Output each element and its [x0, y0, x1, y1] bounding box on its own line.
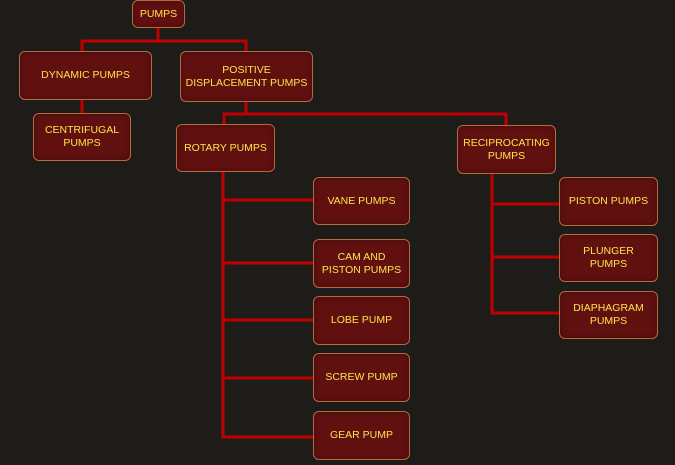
node-gear-pump-label: GEAR PUMP	[329, 429, 393, 441]
node-piston-pumps: PISTON PUMPS	[559, 177, 658, 226]
node-piston-pumps-label: PISTON PUMPS	[568, 195, 649, 207]
node-pumps-label: PUMPS	[139, 7, 178, 20]
node-screw-pump-label: SCREW PUMP	[325, 371, 398, 383]
node-dynamic-pumps: DYNAMIC PUMPS	[19, 51, 152, 100]
node-reciprocating-pumps: RECIPROCATING PUMPS	[457, 125, 556, 174]
node-rotary-pumps-label: ROTARY PUMPS	[184, 141, 267, 154]
node-plunger-pumps-label: PLUNGER PUMPS	[583, 245, 634, 270]
node-pumps: PUMPS	[132, 0, 185, 28]
node-screw-pump: SCREW PUMP	[313, 353, 410, 402]
node-dynamic-pumps-label: DYNAMIC PUMPS	[41, 69, 130, 81]
node-cam-and-piston-pumps: CAM AND PISTON PUMPS	[313, 239, 410, 288]
node-centrifugal-pumps: CENTRIFUGAL PUMPS	[33, 113, 131, 161]
node-plunger-pumps: PLUNGER PUMPS	[559, 234, 658, 282]
node-positive-displacement-pumps: POSITIVE DISPLACEMENT PUMPS	[180, 51, 313, 102]
node-centrifugal-pumps-label: CENTRIFUGAL PUMPS	[44, 124, 120, 149]
node-cam-and-piston-pumps-label: CAM AND PISTON PUMPS	[321, 250, 402, 276]
node-diaphragm-pumps-label: DIAPHAGRAM PUMPS	[573, 302, 644, 327]
node-positive-displacement-pumps-label: POSITIVE DISPLACEMENT PUMPS	[185, 63, 308, 89]
node-reciprocating-pumps-label: RECIPROCATING PUMPS	[463, 136, 550, 162]
node-rotary-pumps: ROTARY PUMPS	[176, 124, 275, 172]
node-gear-pump: GEAR PUMP	[313, 411, 410, 460]
node-vane-pumps: VANE PUMPS	[313, 177, 410, 225]
node-lobe-pump-label: LOBE PUMP	[330, 314, 393, 326]
node-lobe-pump: LOBE PUMP	[313, 296, 410, 345]
node-diaphragm-pumps: DIAPHAGRAM PUMPS	[559, 291, 658, 339]
node-vane-pumps-label: VANE PUMPS	[327, 194, 396, 207]
